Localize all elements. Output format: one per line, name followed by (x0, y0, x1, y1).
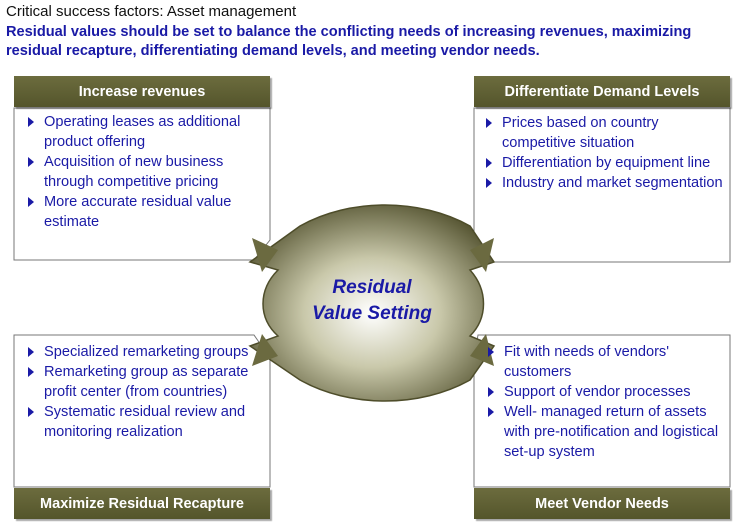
arrow-top-right (470, 238, 494, 272)
hub-label-line-2: Value Setting (312, 303, 432, 324)
arrow-bottom-left (252, 334, 278, 366)
bullet-triangle-icon (486, 158, 492, 168)
bullet-triangle-icon (28, 367, 34, 377)
bullet-triangle-icon (28, 197, 34, 207)
residual-value-hub (248, 204, 496, 402)
maximize-residual-recapture-header: Maximize Residual Recapture (14, 488, 270, 519)
bullet-triangle-icon (488, 347, 494, 357)
bullet-triangle-icon (488, 407, 494, 417)
increase-revenues-header: Increase revenues (14, 76, 270, 107)
list-item: Differentiation by equipment line (480, 153, 728, 173)
page-headline: Residual values should be set to balance… (6, 24, 692, 59)
meet-vendor-needs-header: Meet Vendor Needs (474, 488, 730, 519)
list-item: Operating leases as additional product o… (22, 112, 268, 152)
top-right-panel-outline (473, 107, 731, 263)
list-item: Prices based on country competitive situ… (480, 113, 728, 153)
arrow-top-left (252, 238, 278, 272)
meet-vendor-needs-list: Fit with needs of vendors' customers Sup… (482, 342, 728, 462)
differentiate-demand-levels-list: Prices based on country competitive situ… (480, 113, 728, 193)
differentiate-demand-levels-header: Differentiate Demand Levels (474, 76, 730, 107)
list-item: More accurate residual value estimate (22, 192, 268, 232)
list-item: Well- managed return of assets with pre-… (482, 402, 728, 462)
list-item: Fit with needs of vendors' customers (482, 342, 728, 382)
bottom-left-panel-outline (13, 334, 271, 488)
page-kicker: Critical success factors: Asset manageme… (6, 3, 297, 20)
list-item: Acquisition of new business through comp… (22, 152, 268, 192)
arrow-bottom-right (470, 334, 494, 366)
bullet-triangle-icon (486, 178, 492, 188)
bullet-triangle-icon (488, 387, 494, 397)
maximize-residual-recapture-list: Specialized remarketing groups Remarketi… (22, 342, 268, 442)
bullet-triangle-icon (28, 407, 34, 417)
bullet-triangle-icon (28, 117, 34, 127)
bullet-triangle-icon (28, 157, 34, 167)
list-item: Industry and market segmentation (480, 173, 728, 193)
list-item: Systematic residual review and monitorin… (22, 402, 268, 442)
increase-revenues-list: Operating leases as additional product o… (22, 112, 268, 232)
bullet-triangle-icon (486, 118, 492, 128)
hub-label-line-1: Residual (332, 277, 412, 298)
list-item: Remarketing group as separate profit cen… (22, 362, 268, 402)
list-item: Specialized remarketing groups (22, 342, 268, 362)
list-item: Support of vendor processes (482, 382, 728, 402)
bullet-triangle-icon (28, 347, 34, 357)
hub-label: Residual Value Setting (270, 275, 474, 327)
